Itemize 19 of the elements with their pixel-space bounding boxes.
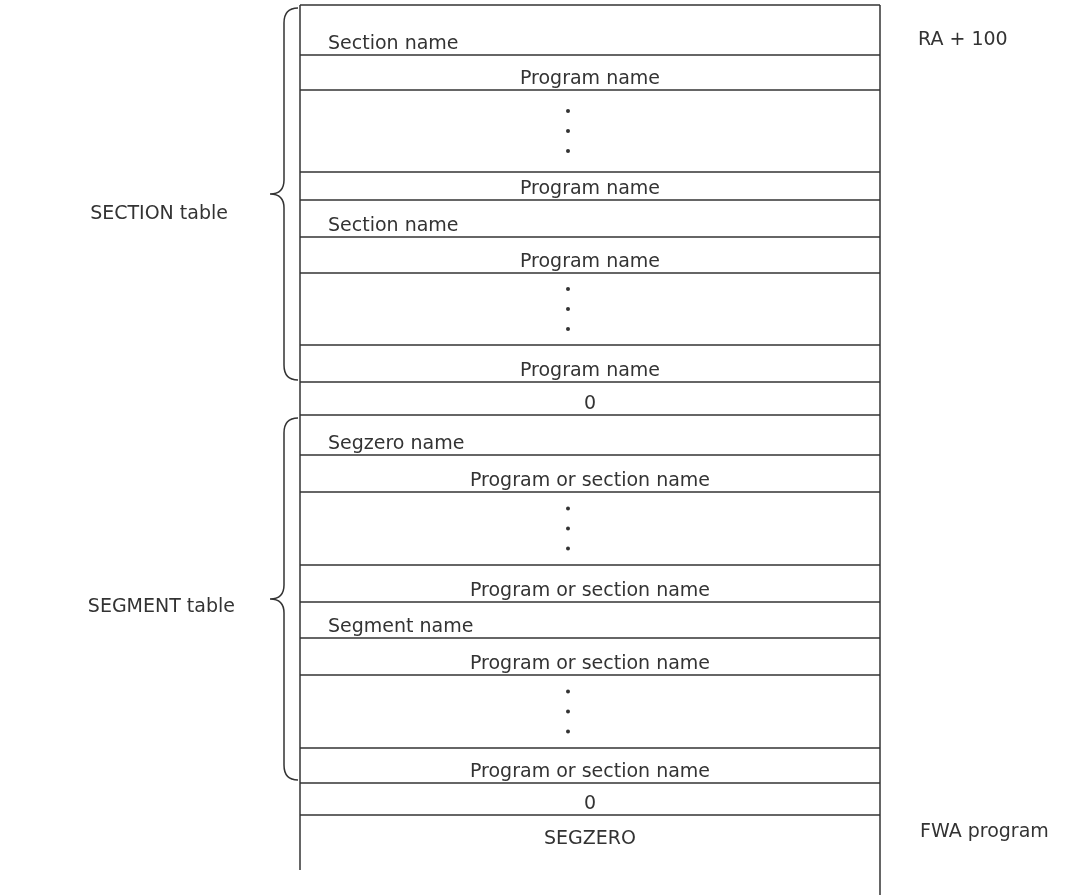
table-entry: Section name [328, 212, 459, 236]
table-entry: Segzero name [328, 430, 465, 454]
address-label: RA + 100 [918, 26, 1008, 50]
table-entry: Program or section name [470, 758, 710, 782]
address-label: FWA program [920, 818, 1049, 842]
table-entry: Program or section name [470, 577, 710, 601]
table-entry: Program or section name [470, 650, 710, 674]
table-entry: Program or section name [470, 467, 710, 491]
table-entry: SEGZERO [544, 825, 636, 849]
table-entry: Program name [519, 65, 661, 89]
table-entry: 0 [583, 390, 597, 414]
table-entry: 0 [583, 790, 597, 814]
table-entry: Section name [328, 30, 459, 54]
table-entry: Segment name [328, 613, 474, 637]
table-entry: Program name [519, 175, 661, 199]
table-entry: Program name [519, 248, 661, 272]
table-label: SECTION table [90, 200, 228, 224]
table-entry: Program name [519, 357, 661, 381]
table-label: SEGMENT table [87, 593, 235, 617]
